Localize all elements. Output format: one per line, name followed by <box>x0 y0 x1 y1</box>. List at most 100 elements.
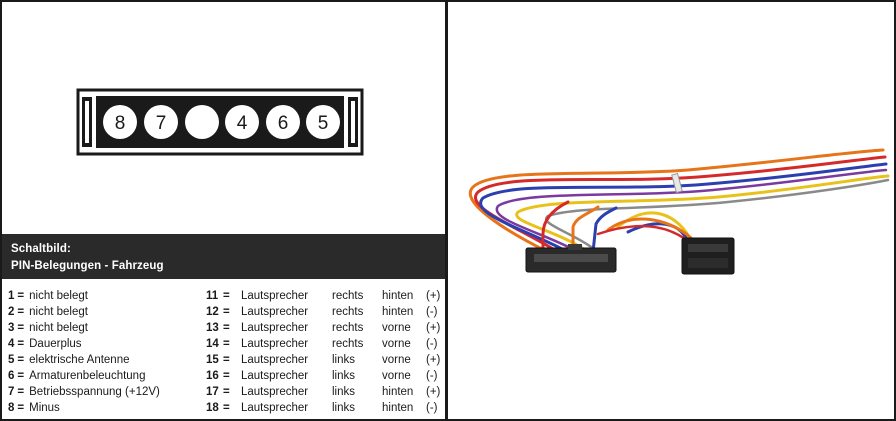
pin-description: Armaturenbeleuchtung <box>29 370 146 382</box>
pin-polarity: (+) <box>426 290 441 302</box>
pin-number: 14 <box>206 338 219 350</box>
vehicle-connector-pins <box>534 254 608 262</box>
pin-position: hinten <box>382 306 414 318</box>
radio-connector-slot <box>688 244 728 252</box>
pin-position: vorne <box>382 354 411 366</box>
connector-latch-right-slot <box>351 101 355 143</box>
radio-connector <box>681 237 735 275</box>
wire-orange-drop <box>571 205 600 254</box>
pin-description: Lautsprecher <box>241 322 309 334</box>
pin-number: 18 <box>206 402 219 414</box>
pin-side: rechts <box>332 306 364 318</box>
pin-position: hinten <box>382 386 414 398</box>
pin-description: Lautsprecher <box>241 306 309 318</box>
pin-number: 7 <box>8 386 15 398</box>
pin-equals: = <box>223 322 230 334</box>
connector-pin-label: 8 <box>115 113 126 134</box>
pin-number: 8 <box>8 402 15 414</box>
pin-equals: = <box>17 386 25 398</box>
pin-polarity: (+) <box>426 386 441 398</box>
connector-diagram: 8 7 4 6 5 <box>76 88 364 156</box>
pin-description: Minus <box>29 402 60 414</box>
pin-row-left: 1=nicht belegt <box>8 288 88 304</box>
pin-housing <box>96 96 344 148</box>
pin-equals: = <box>17 338 25 350</box>
pin-description: Betriebsspannung (+12V) <box>29 386 160 398</box>
pin-equals: = <box>223 338 230 350</box>
pin-position: vorne <box>382 370 411 382</box>
panel-divider <box>445 2 448 419</box>
connector-pin <box>266 105 300 139</box>
pin-description: nicht belegt <box>29 306 88 318</box>
pin-polarity: (+) <box>426 354 441 366</box>
connector-pin-label: 6 <box>278 113 289 134</box>
pin-side: rechts <box>332 322 364 334</box>
heading-title: Schaltbild: <box>11 243 71 255</box>
pin-row-left: 7= Betriebsspannung (+12V) <box>8 384 160 400</box>
wire-blue-branch <box>626 222 690 244</box>
pin-number: 17 <box>206 386 219 398</box>
wire-blue-drop <box>591 206 618 254</box>
pin-polarity: (-) <box>426 402 438 414</box>
connector-pin <box>306 105 340 139</box>
pin-description: nicht belegt <box>29 290 88 302</box>
pin-group: 8 7 4 6 5 <box>103 105 340 139</box>
pin-side: links <box>332 370 356 382</box>
vehicle-connector-latch <box>568 244 582 250</box>
pin-number: 6 <box>8 370 15 382</box>
wire-orange <box>469 148 885 254</box>
pin-description: Dauerplus <box>29 338 82 350</box>
pin-number: 2 <box>8 306 15 318</box>
cable-harness-image <box>469 148 890 275</box>
connector-pin-label: 5 <box>318 113 329 134</box>
pin-number: 1 <box>8 290 15 302</box>
pin-position: hinten <box>382 402 414 414</box>
pin-row-left: 2= nicht belegt <box>8 304 88 320</box>
pin-number: 4 <box>8 338 15 350</box>
pin-description: nicht belegt <box>29 322 88 334</box>
pin-polarity: (+) <box>426 322 441 334</box>
pin-polarity: (-) <box>426 338 438 350</box>
pin-row-left: 5=elektrische Antenne <box>8 352 130 368</box>
cable-tie <box>671 172 683 194</box>
pin-description: Lautsprecher <box>241 402 309 414</box>
pin-equals: = <box>223 290 230 302</box>
pin-description: Lautsprecher <box>241 338 309 350</box>
pin-number: 3 <box>8 322 15 334</box>
harness-photo-panel <box>448 2 894 419</box>
pin-row-left: 4= Dauerplus <box>8 336 82 352</box>
pin-polarity: (-) <box>426 306 438 318</box>
pin-equals: = <box>17 370 25 382</box>
connector-latch-left-slot <box>85 101 89 143</box>
wire-grey <box>545 178 890 254</box>
pin-position: vorne <box>382 338 411 350</box>
wire-blue <box>479 162 888 254</box>
pin-equals: = <box>17 322 25 334</box>
pin-side: links <box>332 354 356 366</box>
wire-purple <box>495 168 888 254</box>
connector-pin-label: 7 <box>156 113 167 134</box>
connector-pin-label: 4 <box>237 113 248 134</box>
pin-equals: = <box>223 402 230 414</box>
pin-equals: = <box>223 386 230 398</box>
pin-number: 13 <box>206 322 219 334</box>
vehicle-connector <box>525 244 617 273</box>
pin-description: elektrische Antenne <box>29 354 130 366</box>
pin-description: Lautsprecher <box>241 370 309 382</box>
schematic-heading: Schaltbild: PIN-Belegungen - Fahrzeug <box>2 234 445 279</box>
pin-side: links <box>332 386 356 398</box>
pin-position: vorne <box>382 322 411 334</box>
schematic-panel: 8 7 4 6 5 Schaltbild: PIN-Belegungen - Fahrz… <box>2 2 445 419</box>
pin-side: links <box>332 402 356 414</box>
pin-equals: = <box>223 306 230 318</box>
connector-pin <box>185 105 219 139</box>
pin-row-left: 6= Armaturenbeleuchtung <box>8 368 145 384</box>
pin-equals: = <box>17 354 25 366</box>
pin-number: 16 <box>206 370 219 382</box>
pin-equals: = <box>17 306 25 318</box>
pin-description: Lautsprecher <box>241 354 309 366</box>
